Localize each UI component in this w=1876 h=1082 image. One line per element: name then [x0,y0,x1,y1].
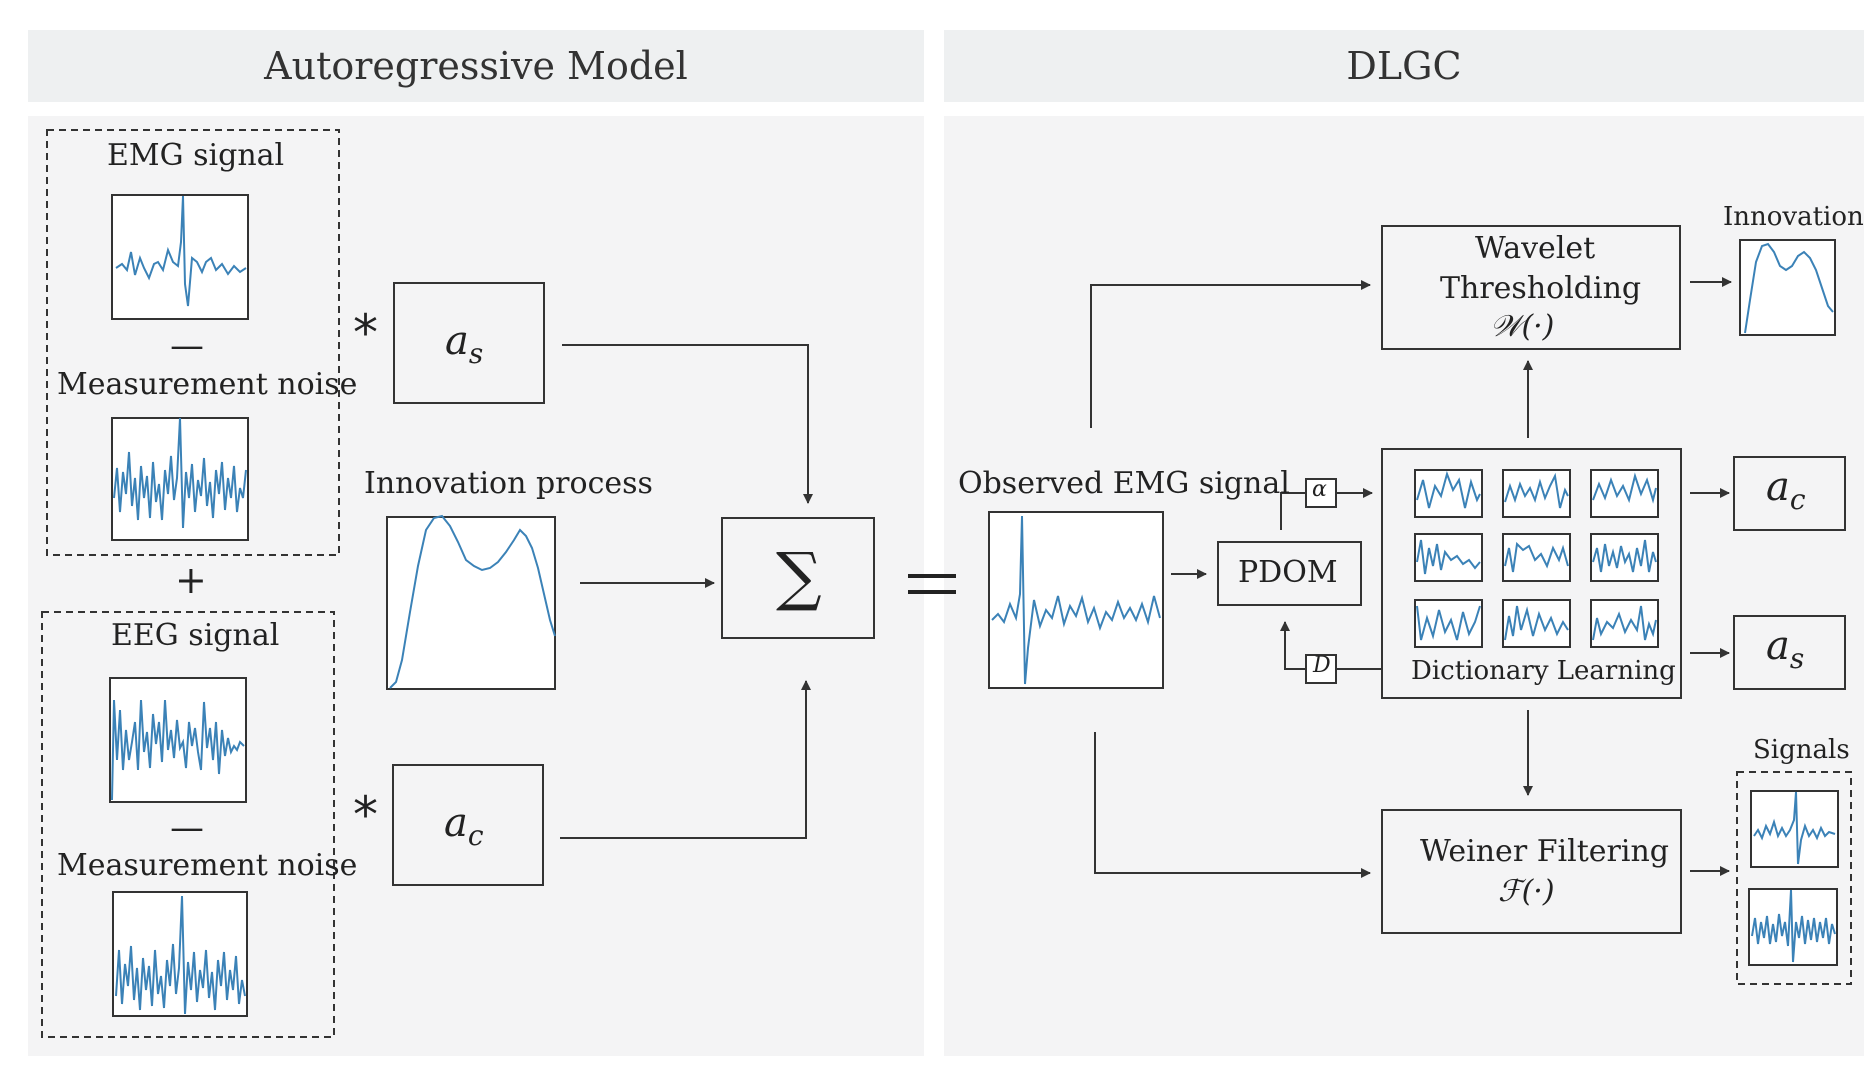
star-ac: * [353,786,378,844]
dictionary-learning-label: Dictionary Learning [1411,656,1676,686]
sum-box [721,517,875,639]
sum-symbol: ∑ [776,540,822,614]
observed-to-weiner-arrow [1094,732,1371,878]
ac-output-box [1733,456,1846,531]
signals-noise-trace [1751,889,1836,963]
wavelet-label-2: Thresholding [1440,271,1642,306]
eeg-signal-plot [109,677,247,803]
weiner-box [1381,809,1682,934]
ac-box-left [392,764,544,886]
alpha-label: α [1312,477,1327,502]
d-box [1305,654,1337,684]
eeg-signal-trace [111,699,245,801]
as-output-box [1733,615,1846,690]
as-symbol-right: as [1766,623,1805,675]
right-header: DLGC [944,30,1864,102]
measurement-noise-label-2: Measurement noise [57,848,358,883]
noise-trace-2 [115,895,246,1015]
wavelet-function: 𝒲(·) [1490,309,1555,344]
emg-group [46,129,340,556]
weiner-function: ℱ(·) [1498,874,1555,909]
as-to-sum-arrow [562,344,813,504]
eeg-group [41,611,335,1038]
minus-sign-1: — [170,326,204,366]
emg-signal-label: EMG signal [107,138,285,173]
plus-sign: + [175,558,207,602]
wavelet-label-1: Wavelet [1475,231,1596,266]
d-label: D [1313,653,1331,678]
minus-sign-2: — [170,808,204,848]
innovation-output-plot [1739,239,1836,336]
ac-symbol-right: ac [1766,464,1806,516]
d-to-pdom-arrow [1280,621,1306,670]
signals-label: Signals [1753,735,1850,765]
as-symbol-left: as [445,318,484,370]
observed-to-wavelet-arrow [1090,280,1371,428]
signals-group [1736,771,1852,985]
wavelet-box [1381,225,1681,350]
dictionary-atoms [1414,469,1659,648]
signals-emg-trace [1753,791,1836,865]
ac-symbol-left: ac [444,800,484,852]
as-box-left [393,282,545,404]
pdom-label: PDOM [1238,555,1338,590]
observed-emg-trace [991,515,1161,685]
innovation-process-trace [389,514,556,689]
left-header: Autoregressive Model [28,30,924,102]
innovation-process-plot [386,516,556,690]
innovation-process-label: Innovation process [364,466,653,501]
pdom-to-alpha-line [1280,492,1306,530]
innovation-output-trace [1744,242,1834,334]
ac-to-sum-arrow [560,680,811,839]
observed-emg-plot [988,511,1164,689]
star-as: * [353,304,378,362]
dictionary-box [1381,448,1682,699]
measurement-noise-label-1: Measurement noise [57,367,358,402]
right-header-text: DLGC [1346,44,1462,88]
pdom-box [1217,541,1362,606]
observed-emg-label: Observed EMG signal [958,466,1290,501]
innovation-label: Innovation [1723,202,1864,232]
left-header-text: Autoregressive Model [264,44,688,88]
emg-signal-trace [115,195,247,307]
weiner-label: Weiner Filtering [1420,834,1669,869]
noise-trace-1 [113,417,247,529]
eeg-signal-label: EEG signal [111,618,280,653]
alpha-box [1305,478,1337,508]
